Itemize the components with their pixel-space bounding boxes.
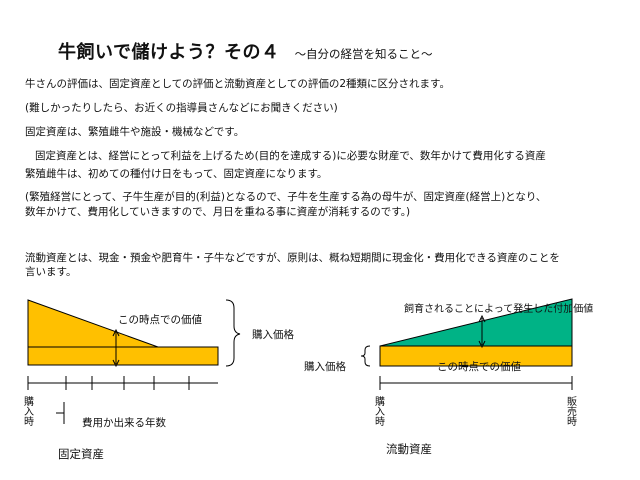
fixed-base-bar (27, 346, 219, 366)
fixed-value-arrow-head-bottom (112, 359, 120, 368)
paragraph-fixed-examples: 固定資産は、繁殖雌牛や施設・機械などです。 (25, 126, 245, 138)
fixed-asset-diagram (27, 299, 241, 424)
current-added-value-label: 飼育されることによって発生した付加価値 (404, 304, 594, 315)
fixed-value-label: この時点での価値 (118, 314, 202, 326)
current-added-arrow-head-bottom (478, 340, 486, 349)
paragraph-ask-advisor: (難しかったりしたら、お近くの指導員さんなどにお聞きください) (25, 102, 338, 114)
paragraph-fixed-definition: 固定資産とは、経営にとって利益を上げるため(目的を達成する)に必要な財産で、数年… (35, 150, 546, 162)
current-sale-time-label: 販売時 (567, 397, 577, 428)
current-asset-diagram (360, 298, 573, 390)
fixed-purchase-brace (225, 299, 241, 367)
current-purchase-price-label: 購入価格 (304, 361, 346, 373)
fixed-years-bracket (56, 402, 65, 424)
paragraph-current-definition-1: 流動資産とは、現金・預金や肥育牛・子牛などですが、原則は、概ね短期間に現金化・費… (25, 252, 560, 264)
current-purchase-brace (360, 345, 371, 367)
current-value-label: この時点での価値 (437, 361, 521, 373)
title-main: 牛飼いで儲けよう？その４ (58, 42, 280, 63)
fixed-purchase-price-label: 購入価格 (252, 329, 294, 341)
fixed-value-arrow-head-top (112, 328, 120, 337)
current-added-arrow-head-top (478, 314, 486, 323)
paragraph-breeding-note-2: 数年かけて、費用化していきますので、月日を重ねる事に資産が消耗するのです。) (25, 206, 411, 218)
title-subtitle: ～自分の経営を知ること～ (294, 47, 433, 61)
paragraph-valuation: 牛さんの評価は、固定資産としての評価と流動資産としての評価の2種類に区分されます… (25, 78, 450, 90)
current-diagram-caption: 流動資産 (386, 442, 432, 456)
current-base-bar (379, 345, 573, 367)
current-purchase-time-label: 購入時 (375, 397, 385, 428)
paragraph-breeding-note-1: (繁殖経営にとって、子牛生産が目的(利益)となるので、子牛を生産する為の母牛が、… (25, 191, 547, 203)
slide-title: 牛飼いで儲けよう？その４ ～自分の経営を知ること～ (58, 38, 433, 64)
fixed-purchase-time-label: 購入時 (24, 397, 34, 428)
fixed-diagram-caption: 固定資産 (58, 447, 104, 461)
paragraph-current-definition-2: 言います。 (25, 266, 77, 278)
paragraph-breeding-cow: 繁殖雌牛は、初めての種付け日をもって、固定資産になります。 (25, 168, 328, 180)
fixed-years-label: 費用か出来る年数 (82, 417, 166, 429)
